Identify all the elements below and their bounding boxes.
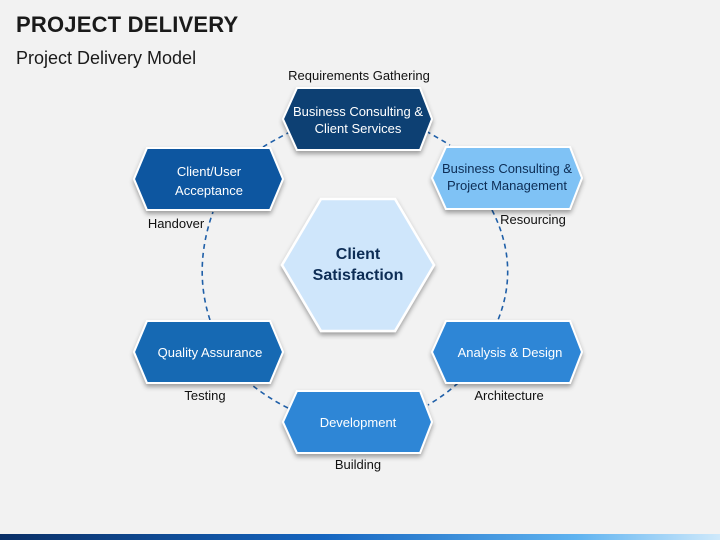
label-resourcing: Resourcing — [500, 212, 566, 227]
label-testing: Testing — [184, 388, 225, 403]
page-subtitle: Project Delivery Model — [16, 48, 197, 68]
stage-hexagon-upper-left: Client/User Acceptance — [132, 147, 285, 211]
stage-lower-right-line1: Analysis & Design — [458, 345, 563, 360]
page-title: PROJECT DELIVERY — [16, 12, 239, 37]
stage-hexagon-bottom: Development — [281, 390, 434, 454]
stage-hexagon-lower-right: Analysis & Design — [430, 320, 584, 384]
stage-bottom-line1: Development — [320, 415, 397, 430]
stage-hexagon-upper-right: Business Consulting & Project Management — [430, 146, 584, 210]
label-handover: Handover — [148, 216, 205, 231]
center-label-line1: Client — [336, 246, 381, 263]
stage-hexagon-lower-left: Quality Assurance — [132, 320, 285, 384]
center-hexagon: Client Satisfaction — [280, 197, 436, 333]
connector-top-to-upper-right — [425, 130, 451, 146]
stage-hexagon-top: Business Consulting & Client Services — [281, 87, 434, 151]
stage-top-line1: Business Consulting & — [293, 104, 423, 119]
stage-upper-right-line1: Business Consulting & — [442, 161, 572, 176]
center-label-line2: Satisfaction — [313, 267, 404, 284]
stage-upper-left-line1: Client/User — [177, 164, 242, 179]
stage-lower-left-line1: Quality Assurance — [158, 345, 263, 360]
label-architecture: Architecture — [474, 388, 543, 403]
stage-top-line2: Client Services — [315, 121, 402, 136]
footer-gradient-bar — [0, 534, 720, 540]
connector-lower-left-to-upper-left — [201, 211, 214, 321]
connector-upper-left-to-top — [262, 130, 293, 148]
stage-upper-right-line2: Project Management — [447, 178, 567, 193]
stage-upper-left-line2: Acceptance — [175, 183, 243, 198]
connector-bottom-to-lower-left — [251, 384, 289, 409]
connector-upper-right-to-lower-right — [491, 209, 509, 321]
label-requirements-gathering: Requirements Gathering — [288, 68, 430, 83]
label-building: Building — [335, 457, 381, 472]
connector-lower-right-to-bottom — [427, 382, 459, 406]
